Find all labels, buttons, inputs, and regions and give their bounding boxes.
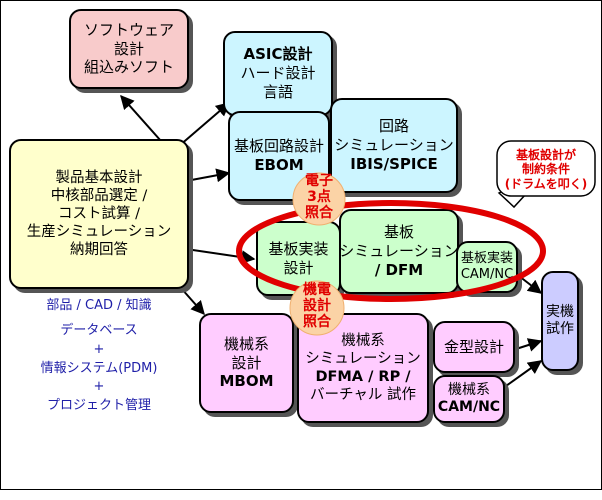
constraint-callout-text: 基板設計が 制約条件 (ドラムを叩く) — [504, 148, 588, 191]
circuit-simulation-box: 回路 シミュレーション IBIS/SPICE — [330, 98, 458, 193]
mold-design-box: 金型設計 — [433, 321, 515, 373]
arrow-product-to-software — [120, 94, 162, 142]
mechanical-design-box: 機械系 設計 MBOM — [199, 313, 294, 413]
mechanical-cam-nc-box: 機械系 CAM/NC — [433, 375, 505, 423]
arrow-mold-to-prototype — [515, 338, 543, 352]
prototype-box: 実機 試作 — [541, 271, 579, 371]
mechatronic-design-check-label: 機電 設計 照合 — [303, 282, 331, 331]
board-cam-nc-box: 基板実装 CAM/NC — [456, 241, 518, 293]
electronic-check-circle — [292, 172, 346, 226]
product-basic-design-box: 製品基本設計 中核部品選定 / コスト試算 / 生産シミュレーション 納期回答 — [9, 139, 189, 289]
constraint-highlight-ellipse — [236, 200, 546, 302]
overlay-layer — [236, 140, 596, 336]
arrow-product-to-asic — [178, 102, 231, 147]
software-design-box: ソフトウェア 設計 組込みソフト — [69, 9, 189, 89]
board-simulation-dfm-box: 基板 シミュレーション / DFM — [339, 209, 459, 294]
electronic-three-point-check-label: 電子 3点 照合 — [305, 173, 333, 222]
arrow-board-cam-to-prototype — [518, 275, 543, 294]
arrow-product-to-board-circuit — [185, 168, 231, 183]
asic-design-box: ASIC設計 ハード設計 言語 — [223, 31, 333, 116]
mechatronic-check-circle — [289, 280, 345, 336]
arrow-mech-cam-to-prototype — [505, 360, 543, 387]
database-system-note: 部品 / CAD / 知識 データベース + 情報システム(PDM) + プロジ… — [40, 298, 158, 414]
callout-bubble-shape — [496, 140, 596, 197]
